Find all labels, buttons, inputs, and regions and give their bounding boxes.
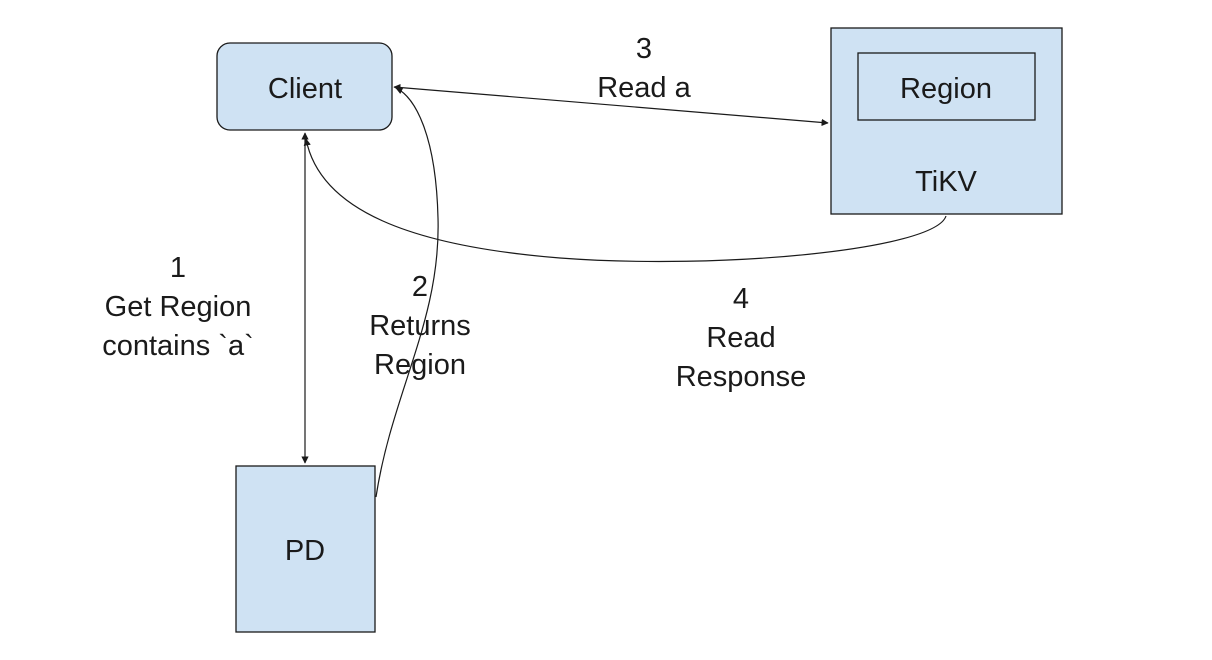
- edge-read-response: [303, 138, 947, 263]
- step-2-label: 2 Returns Region: [369, 271, 471, 381]
- pd-node: PD: [235, 465, 376, 633]
- pd-label: PD: [285, 535, 325, 567]
- step-2-line-1: Returns: [369, 310, 471, 342]
- region-box: [857, 52, 1036, 121]
- step-1-line-1: Get Region: [105, 291, 252, 323]
- pd-box: [235, 465, 376, 633]
- step-4-line-1: Read: [706, 322, 775, 354]
- step-3-label: 3 Read a: [597, 33, 691, 104]
- step-4-line-2: Response: [676, 361, 807, 393]
- region-label: Region: [900, 73, 992, 105]
- step-3-number: 3: [636, 33, 652, 65]
- tikv-node: Region TiKV: [830, 27, 1063, 215]
- tikv-label: TiKV: [915, 166, 977, 198]
- step-4-number: 4: [733, 283, 749, 315]
- step-1-label: 1 Get Region contains `a`: [102, 252, 254, 362]
- step-1-number: 1: [170, 252, 186, 284]
- client-box: [216, 42, 393, 131]
- step-3-line-1: Read a: [597, 72, 691, 104]
- edge-returns-region: [375, 87, 439, 498]
- client-node: Client: [216, 42, 393, 131]
- client-label: Client: [268, 73, 342, 105]
- step-4-label: 4 Read Response: [676, 283, 807, 393]
- step-2-line-2: Region: [374, 349, 466, 381]
- edge-read-a: [393, 83, 829, 127]
- step-1-line-2: contains `a`: [102, 330, 254, 362]
- step-2-number: 2: [412, 271, 428, 303]
